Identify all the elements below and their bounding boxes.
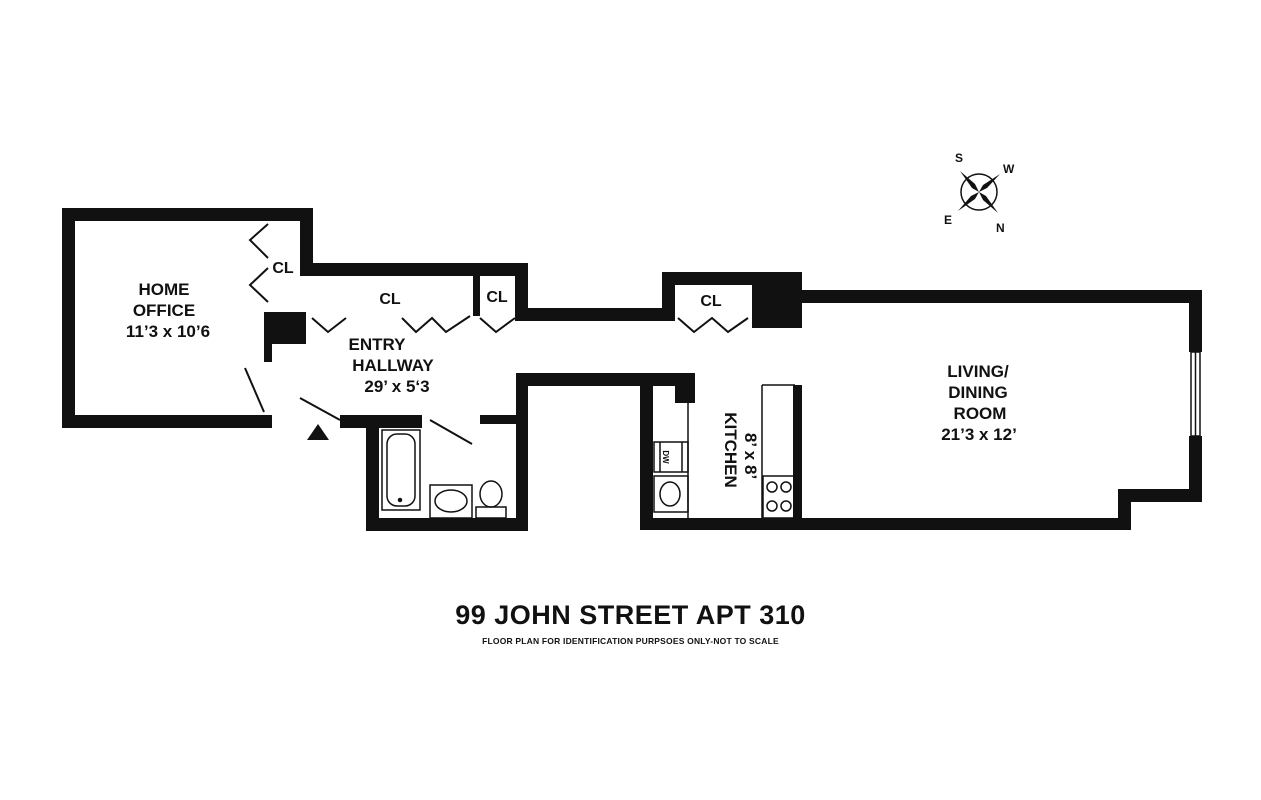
entry-hallway-label-1: ENTRY (349, 335, 407, 354)
office-left-wall (62, 208, 75, 428)
office-closet-door-top (248, 223, 269, 259)
entry-arrow-icon (307, 424, 329, 440)
sink-icon (429, 484, 473, 519)
kitchen-dims: 8’ x 8’ (741, 433, 760, 479)
office-bottom-wall (62, 415, 272, 428)
entry-door (299, 397, 341, 421)
home-office-dims: 11’3 x 10’6 (126, 322, 210, 341)
doors (244, 223, 749, 445)
page-subtitle: FLOOR PLAN FOR IDENTIFICATION PURPSOES O… (482, 636, 779, 646)
home-office-label-2: OFFICE (133, 301, 195, 320)
hall-closet-door-left (311, 317, 347, 334)
compass-label-bottom: N (996, 221, 1005, 235)
hall-closet-label: CL (379, 291, 401, 308)
living-label-2: DINING (948, 383, 1008, 402)
office-right-wall (264, 312, 272, 362)
entry-hallway-label-2: HALLWAY (352, 356, 434, 375)
living-top-wall (752, 290, 1202, 303)
office-closet-wall (300, 208, 313, 276)
bathroom-fixtures (381, 429, 507, 519)
bath-right-wall (516, 373, 528, 531)
office-door (244, 367, 265, 413)
kitchen-left-wall (640, 373, 653, 530)
corridor-closet-label: CL (700, 293, 722, 310)
living-right-wall-upper (1189, 290, 1202, 352)
bath-bottom-wall (366, 518, 528, 531)
toilet-icon (479, 480, 503, 508)
hall-small-closet-door (479, 317, 516, 334)
compass-label-left: E (944, 213, 952, 227)
page-title: 99 JOHN STREET APT 310 (455, 600, 806, 630)
compass-label-right: W (1003, 162, 1015, 176)
living-dims: 21’3 x 12’ (941, 425, 1017, 444)
entry-hallway-dims: 29’ x 5‘3 (364, 377, 429, 396)
hall-bottom-wall-right (516, 373, 695, 386)
bath-top-wall-right (480, 415, 520, 424)
kitchen-sink-icon (653, 475, 689, 513)
home-office-label-1: HOME (139, 280, 190, 299)
wall-column-3 (675, 373, 695, 403)
sink-basin (434, 489, 468, 513)
dishwasher-icon (653, 441, 689, 473)
kitchen-fixtures (653, 384, 796, 519)
toilet-tank (475, 506, 507, 519)
office-closet-door-bottom (248, 267, 269, 303)
living-right-wall-lower (1189, 436, 1202, 502)
compass-icon: S W E N (944, 151, 1015, 235)
living-notch-wall (1118, 489, 1202, 502)
bathtub-icon (381, 429, 421, 511)
closet-divider (473, 276, 480, 316)
bath-left-wall (366, 415, 379, 531)
bathtub-basin (386, 433, 416, 507)
living-label-3: ROOM (954, 404, 1007, 423)
hall-small-closet-label: CL (486, 289, 508, 306)
living-label-1: LIVING/ (947, 362, 1009, 381)
hall-top-wall (300, 263, 528, 276)
stove-icon (762, 475, 796, 519)
corridor-closet-bifold (677, 316, 749, 334)
kitchen-label: KITCHEN (721, 412, 740, 488)
corridor-top-wall (515, 308, 675, 321)
bottom-wall (640, 518, 1131, 530)
office-closet-label: CL (272, 260, 294, 277)
hall-closet-bifold (401, 315, 471, 334)
kitchen-divider-wall (793, 385, 802, 520)
bath-door (429, 419, 473, 445)
window (1190, 351, 1201, 437)
bath-top-wall (340, 415, 422, 428)
corridor-closet-top-wall (662, 272, 765, 285)
walls (62, 208, 1202, 531)
office-top-wall (62, 208, 313, 221)
dishwasher-label: DW (661, 450, 670, 464)
compass-label-top: S (955, 151, 963, 165)
hall-closet-side-wall (515, 263, 528, 321)
